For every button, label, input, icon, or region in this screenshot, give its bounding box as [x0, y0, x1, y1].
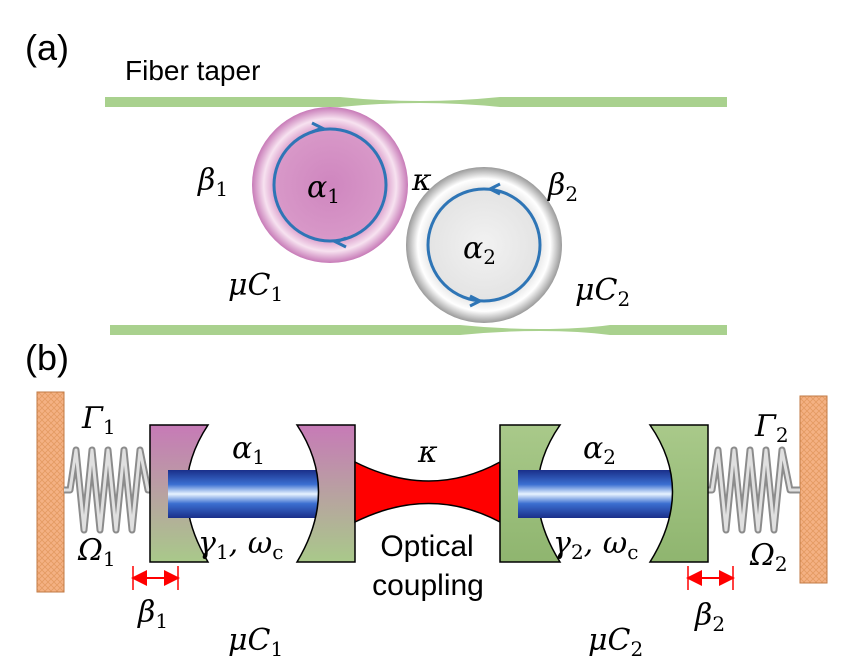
left-gamma-label: Γ1	[81, 401, 116, 439]
resonator-1-arrow-bottom	[332, 236, 347, 249]
left-omega-label: Ω1	[77, 533, 116, 571]
res1-dissipation-label: β1	[197, 163, 228, 201]
resonator-2-arrow-bottom	[469, 294, 484, 308]
panel-b-label: (b)	[25, 337, 69, 378]
fiber-taper-label: Fiber taper	[125, 55, 260, 86]
left-capacitance-label: μC1	[228, 623, 283, 661]
right-beta-label: β2	[694, 598, 725, 636]
left-spring-highlight	[64, 448, 150, 532]
left-cavity-params-label: γ1, ωc	[198, 526, 283, 564]
res2-mode-label: α2	[463, 231, 496, 269]
right-spring-highlight	[708, 448, 800, 532]
resonator-2-mode-loop	[426, 187, 542, 303]
right-wall	[799, 395, 828, 584]
res1-capacitance-label: μC1	[228, 268, 283, 306]
right-capacitance-label: μC2	[588, 623, 643, 661]
left-wall	[36, 391, 65, 593]
optical-coupling-label-line2: coupling	[372, 569, 484, 602]
resonator-1-arrow-top	[311, 121, 326, 134]
right-cavity-mode-label: α2	[583, 431, 616, 469]
resonator-2-arrow-top	[486, 182, 501, 196]
left-beta-label: β1	[137, 595, 168, 633]
right-gamma-label: Γ2	[754, 409, 789, 447]
res2-capacitance-label: μC2	[575, 273, 630, 311]
bottom-fiber-taper	[110, 325, 727, 335]
optical-coupling-label-line1: Optical	[380, 530, 473, 563]
right-omega-label: Ω2	[749, 538, 788, 576]
resonator-1-mode-loop	[272, 127, 388, 243]
coupling-kappa-a: κ	[411, 163, 432, 198]
res2-dissipation-label: β2	[547, 168, 578, 206]
optical-coupling-region	[354, 460, 501, 524]
right-cavity-mirror-2	[648, 424, 709, 563]
left-cavity-mode-label: α1	[232, 431, 265, 469]
top-fiber-taper	[105, 97, 727, 107]
left-cavity-mirror-2	[295, 424, 356, 563]
coupling-kappa-b: κ	[417, 435, 438, 470]
left-cavity-beam	[168, 470, 338, 518]
panel-a-label: (a)	[25, 27, 69, 68]
right-cavity-params-label: γ2, ωc	[553, 526, 638, 564]
res1-mode-label: α1	[307, 170, 340, 208]
right-cavity-beam	[518, 470, 691, 518]
